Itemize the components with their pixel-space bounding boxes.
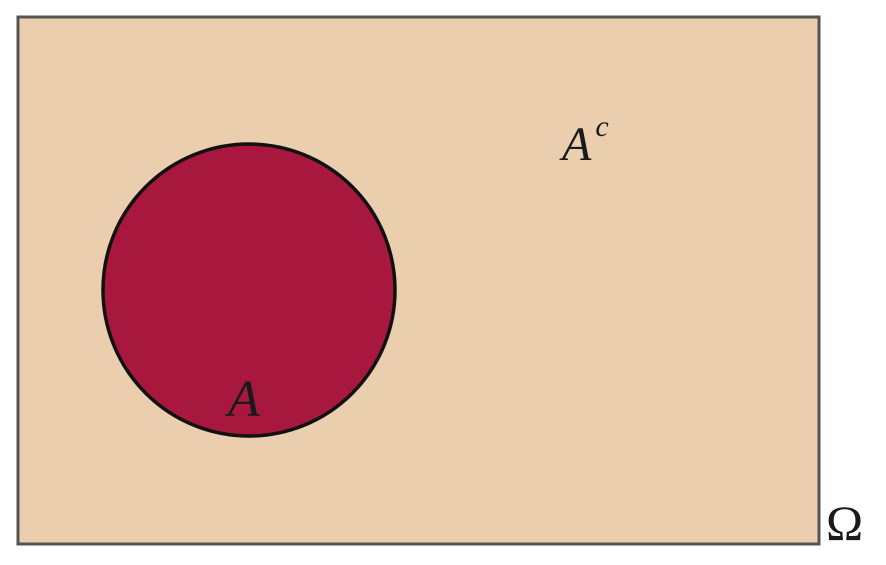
universe-label: Ω — [826, 495, 863, 551]
set-a-circle — [101, 142, 397, 438]
set-a-label: A — [225, 371, 260, 428]
complement-label-base: A — [559, 118, 592, 171]
complement-label-superscript: c — [595, 110, 608, 143]
